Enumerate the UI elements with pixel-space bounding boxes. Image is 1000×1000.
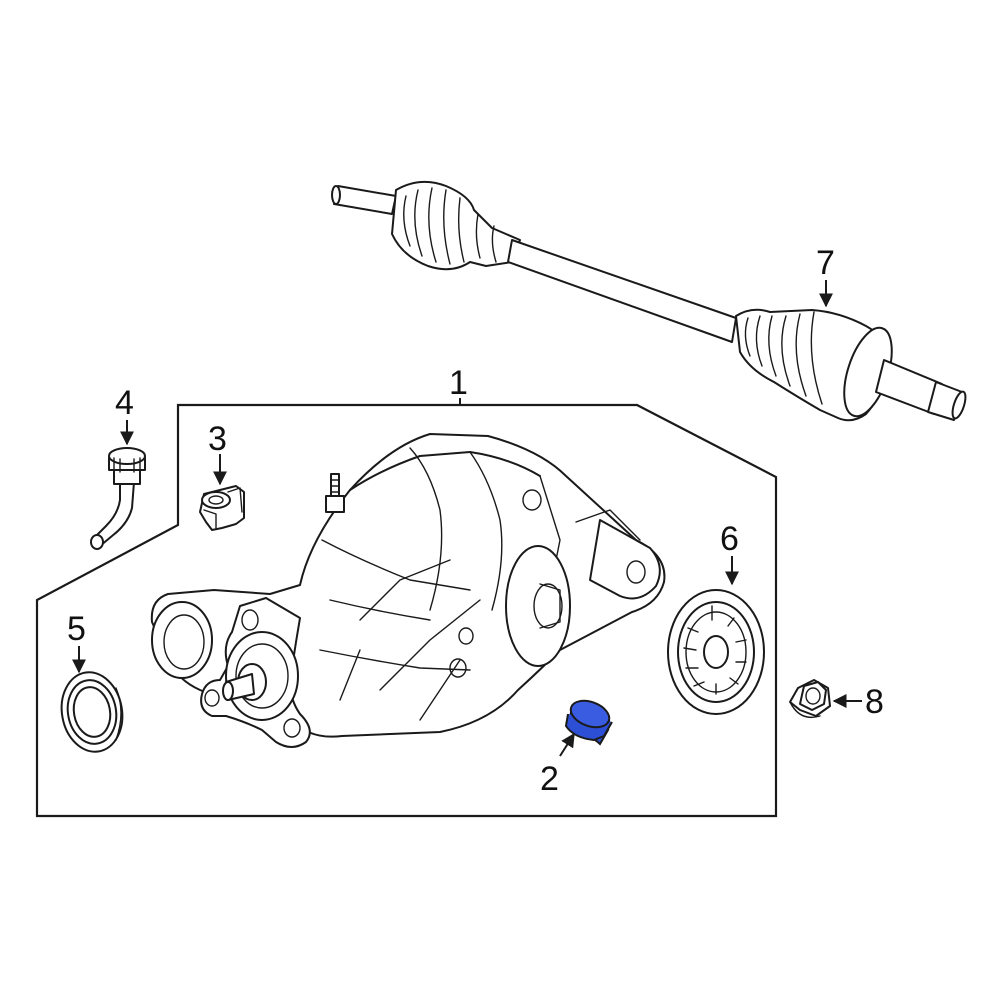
cover-part-6[interactable] (667, 589, 765, 715)
nut-part-8[interactable] (789, 679, 831, 719)
callout-7: 7 (816, 244, 835, 282)
clip-part-3[interactable] (199, 485, 245, 531)
callout-5: 5 (67, 610, 86, 648)
callout-4: 4 (115, 384, 134, 422)
assembly-frame (35, 403, 778, 818)
callout-6: 6 (720, 520, 739, 558)
callout-1: 1 (449, 364, 468, 402)
callout-2: 2 (540, 760, 559, 798)
plug-part-2[interactable] (564, 696, 613, 746)
vent-hose-part-4[interactable] (90, 447, 146, 550)
seal-part-5[interactable] (56, 667, 129, 756)
callout-8: 8 (865, 683, 884, 721)
axle-shaft-part-7[interactable] (331, 180, 968, 422)
leader-2 (559, 732, 575, 757)
differential-housing-part-1[interactable] (150, 433, 666, 748)
callout-3: 3 (208, 420, 227, 458)
leader-lines (72, 280, 862, 757)
